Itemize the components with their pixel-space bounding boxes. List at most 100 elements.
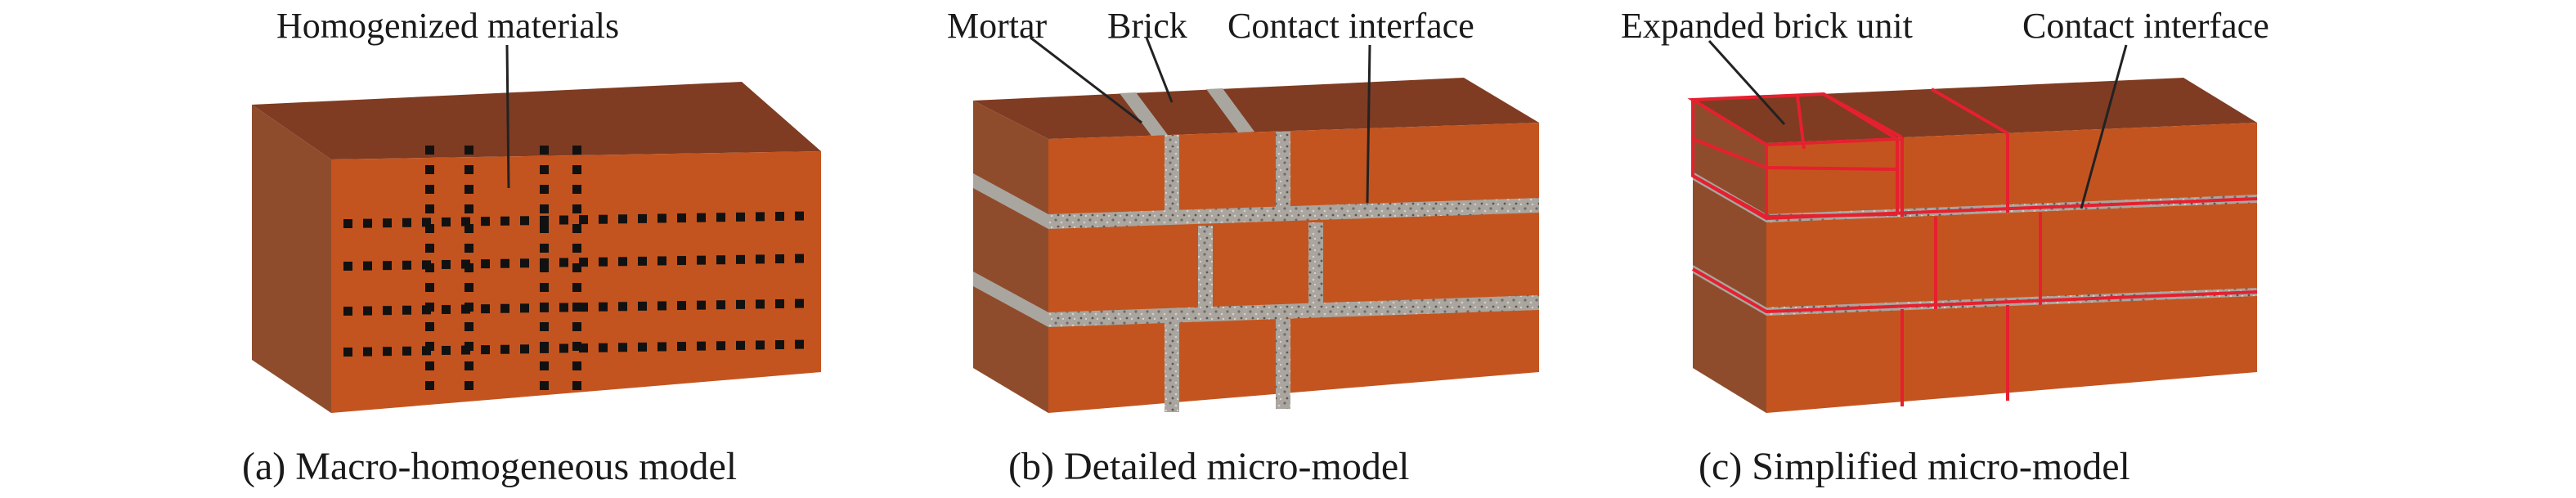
panel-b-head-joint: [1165, 322, 1179, 412]
homogenized-material-mark: [520, 216, 529, 226]
homogenized-material-mark: [756, 299, 765, 309]
homogenized-material-mark: [464, 185, 473, 194]
homogenized-material-mark: [500, 303, 509, 313]
homogenized-material-mark: [599, 343, 608, 352]
homogenized-material-mark: [716, 255, 725, 265]
homogenized-material-mark: [425, 361, 434, 370]
homogenized-material-mark: [402, 218, 411, 227]
homogenized-material-mark: [618, 302, 627, 312]
homogenized-material-mark: [697, 341, 706, 351]
homogenized-material-mark: [579, 215, 588, 225]
homogenized-material-mark: [540, 381, 549, 390]
homogenized-material-mark: [599, 257, 608, 267]
homogenized-material-mark: [383, 218, 392, 228]
homogenized-material-mark: [464, 342, 473, 351]
homogenized-material-mark: [677, 301, 686, 311]
panel-b-head-joint: [1165, 135, 1179, 224]
homogenized-material-mark: [736, 340, 745, 350]
homogenized-material-mark: [425, 322, 434, 331]
mortar-leader-line: [1030, 36, 1142, 124]
homogenized-material-mark: [618, 343, 627, 352]
homogenized-material-mark: [363, 218, 372, 228]
homogenized-material-mark: [540, 244, 549, 253]
homogenized-material-mark: [559, 303, 568, 312]
homogenized-material-mark: [756, 254, 765, 264]
panel-b-head-joint: [1198, 226, 1213, 320]
homogenized-material-mark: [638, 213, 647, 223]
homogenized-material-mark: [363, 261, 372, 271]
homogenized-material-mark: [442, 217, 451, 227]
panel-b: Mortar Brick Contact interface (b) Detai…: [947, 6, 1539, 488]
homogenized-material-mark: [572, 361, 581, 370]
homogenized-material-mark: [464, 303, 473, 312]
homogenized-material-mark: [572, 263, 581, 272]
homogenized-material-mark: [464, 224, 473, 233]
homogenized-material-mark: [795, 253, 804, 263]
panel-a-top-face: [252, 82, 821, 159]
homogenized-material-mark: [736, 254, 745, 264]
homogenized-material-mark: [572, 342, 581, 351]
homogenized-materials-label: Homogenized materials: [276, 6, 619, 46]
panel-b-front-face: [1048, 123, 1539, 413]
homogenized-material-mark: [677, 256, 686, 266]
homogenized-material-mark: [657, 301, 666, 311]
homogenized-material-mark: [425, 283, 434, 292]
homogenized-material-mark: [425, 204, 434, 213]
homogenized-material-mark: [425, 342, 434, 351]
homogenized-material-mark: [343, 348, 352, 357]
homogenized-material-mark: [579, 343, 588, 353]
homogenized-material-mark: [599, 214, 608, 224]
panel-b-bed-joint: [1048, 295, 1539, 327]
homogenized-material-mark: [736, 299, 745, 309]
homogenized-material-mark: [677, 213, 686, 223]
panel-c-top-interface: [1930, 87, 2009, 135]
homogenized-material-mark: [500, 344, 509, 354]
homogenized-material-mark: [425, 303, 434, 312]
homogenized-material-mark: [464, 165, 473, 174]
homogenized-material-mark: [572, 303, 581, 312]
homogenized-material-mark: [697, 213, 706, 222]
panel-b-contact-interface-leader-line: [1366, 44, 1371, 204]
homogenized-material-mark: [343, 307, 352, 316]
homogenized-material-mark: [540, 342, 549, 351]
homogenized-material-mark: [461, 217, 470, 227]
panel-a-side-face: [252, 105, 331, 413]
homogenized-material-mark: [500, 258, 509, 268]
homogenized-material-mark: [540, 303, 549, 312]
homogenized-material-mark: [442, 259, 451, 269]
panel-a-leader-line: [505, 44, 510, 189]
homogenized-material-mark: [572, 381, 581, 390]
homogenized-material-mark: [618, 257, 627, 267]
panel-b-contact-interface-label: Contact interface: [1227, 6, 1474, 46]
homogenized-material-mark: [579, 258, 588, 267]
homogenized-material-mark: [481, 345, 490, 355]
homogenized-material-mark: [540, 185, 549, 194]
homogenized-material-mark: [559, 343, 568, 353]
homogenized-material-mark: [572, 322, 581, 331]
panel-a: Homogenized materials (a) Macro-homogene…: [242, 6, 821, 488]
homogenized-material-mark: [572, 244, 581, 253]
homogenized-material-mark: [520, 303, 529, 313]
homogenized-material-mark: [540, 322, 549, 331]
panel-c-contact-interface-leader-line: [2080, 44, 2128, 209]
homogenized-material-mark: [572, 165, 581, 174]
homogenized-material-mark: [481, 217, 490, 227]
homogenized-material-mark: [464, 381, 473, 390]
homogenized-material-mark: [775, 212, 784, 222]
panel-b-side-mortar-joint: [973, 271, 1048, 327]
homogenized-material-mark: [756, 340, 765, 350]
homogenized-material-mark: [657, 213, 666, 223]
homogenized-material-mark: [579, 303, 588, 312]
homogenized-material-mark: [383, 261, 392, 271]
homogenized-material-mark: [343, 219, 352, 228]
homogenized-material-mark: [425, 381, 434, 390]
homogenized-material-mark: [775, 299, 784, 309]
homogenized-material-mark: [795, 211, 804, 221]
homogenized-material-mark: [425, 224, 434, 233]
homogenized-material-mark: [716, 213, 725, 222]
homogenized-material-mark: [677, 342, 686, 352]
homogenized-material-marks: [343, 146, 804, 390]
homogenized-material-mark: [481, 304, 490, 314]
homogenized-material-mark: [464, 361, 473, 370]
